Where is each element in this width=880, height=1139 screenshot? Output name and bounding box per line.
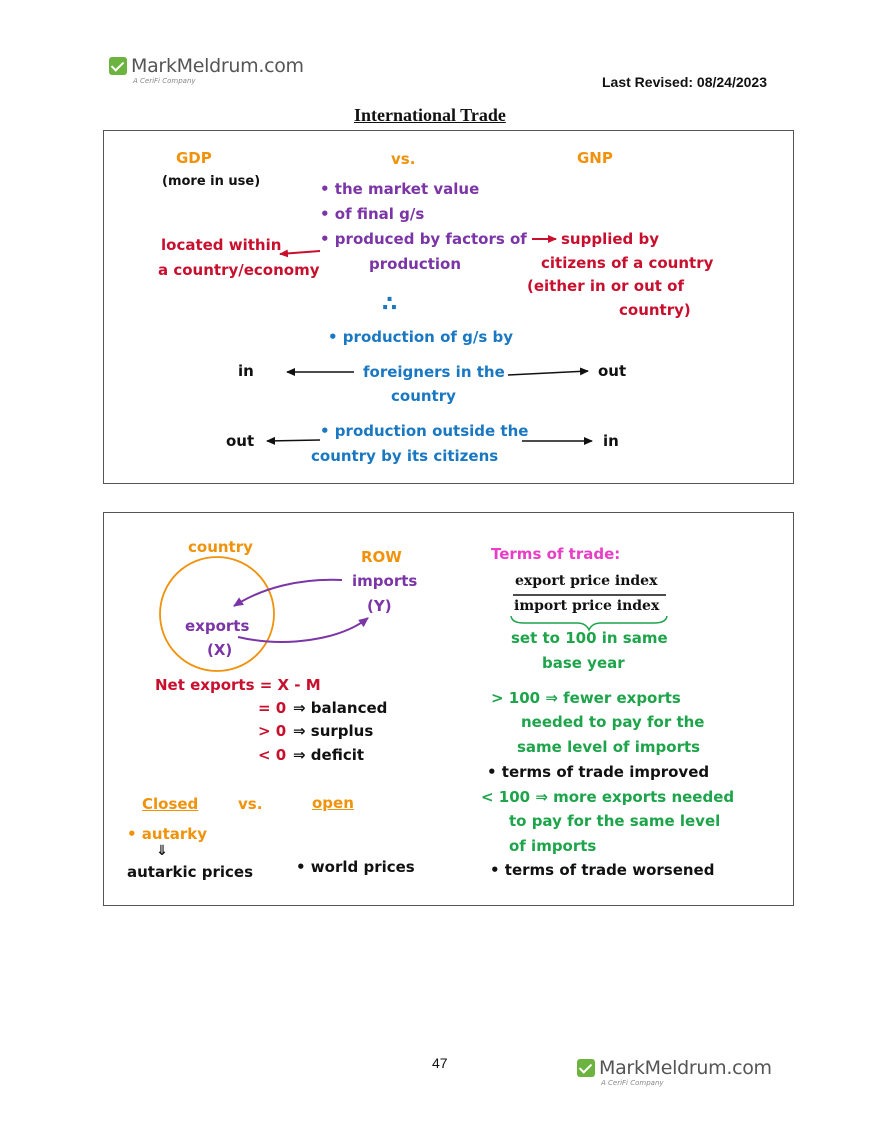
terms-worsened: • terms of trade worsened [490,861,715,879]
footer-logo-subtitle: A CeriFi Company [601,1079,664,1087]
supplied-by: supplied by [561,230,660,248]
down-arrow-icon: ⇓ [156,843,168,859]
gnp-label: GNP [577,149,613,167]
header-logo: MarkMeldrum.com A CeriFi Company [109,55,304,85]
bullet-produced-by: • produced by factors of [320,230,527,248]
country-close: country) [619,301,691,319]
page-title: International Trade [354,105,506,125]
arrow-to-located [279,249,321,258]
world-prices: • world prices [296,858,415,876]
balanced: ⇒ balanced [293,699,388,717]
page-number: 47 [432,1055,448,1071]
numerator: export price index [515,573,658,589]
imports-arrow [233,578,343,607]
gnp-in: in [603,432,619,450]
lt-100-line3: of imports [509,837,597,855]
closed-label: Closed [142,795,199,813]
lt-100-line2: to pay for the same level [509,812,721,830]
exports-label: exports [185,617,250,635]
imports-label: imports [352,572,418,590]
logo-subtitle: A CeriFi Company [133,77,196,85]
bullet-market-value: • the market value [320,180,480,198]
therefore-symbol: ∴ [382,292,398,317]
eq-zero: = 0 [258,699,287,717]
either-in-or-out: (either in or out of [527,277,684,295]
gdp-note: (more in use) [162,174,261,189]
closed-vs-open: vs. [238,795,263,813]
row-label: ROW [361,548,402,566]
country-economy: a country/economy [158,261,320,279]
bullet-production: production [369,255,462,273]
trade-box [103,512,794,906]
gdp-out: out [226,432,255,450]
denominator: import price index [514,598,660,614]
set-100: set to 100 in same [511,629,668,647]
foreigners-country: country [391,387,456,405]
footer-logo: MarkMeldrum.com A CeriFi Company [577,1057,772,1087]
country-by-citizens: country by its citizens [311,447,499,465]
bullet-final-gs: • of final g/s [320,205,425,223]
footer-logo-text: MarkMeldrum.com [599,1057,772,1079]
terms-of-trade-title: Terms of trade: [491,545,621,563]
terms-improved: • terms of trade improved [487,763,710,781]
gt-100-line2: needed to pay for the [521,713,705,731]
base-year: base year [542,654,625,672]
gdp-label: GDP [176,149,212,167]
citizens-of-country: citizens of a country [541,254,714,272]
surplus: ⇒ surplus [293,722,374,740]
gdp-in: in [238,362,254,380]
arrow-to-out-2 [266,436,321,445]
production-by: • production of g/s by [328,328,514,346]
lt-zero: < 0 [258,746,287,764]
deficit: ⇒ deficit [293,746,365,764]
foreigners-in: foreigners in the [363,363,505,381]
production-outside: • production outside the [320,422,529,440]
gt-zero: > 0 [258,722,287,740]
lt-100-line1: < 100 ⇒ more exports needed [481,788,735,806]
gnp-out: out [598,362,627,380]
check-icon [577,1059,595,1077]
arrow-to-out [507,367,589,376]
located-within: located within [161,236,282,254]
exports-symbol: (X) [207,641,233,659]
exports-arrow [237,617,369,643]
gdp-gnp-box [103,130,794,484]
autarky: • autarky [127,825,208,843]
last-revised: Last Revised: 08/24/2023 [602,74,767,90]
autarkic-prices: autarkic prices [127,863,253,881]
country-label: country [188,538,253,556]
open-label: open [312,794,354,812]
net-exports-formula: Net exports = X - M [155,676,321,694]
green-brace [510,615,668,632]
gt-100-line3: same level of imports [517,738,701,756]
logo-text: MarkMeldrum.com [131,55,304,77]
country-circle [159,556,275,672]
vs-label: vs. [391,150,416,168]
gt-100-line1: > 100 ⇒ fewer exports [491,689,681,707]
check-icon [109,57,127,75]
imports-symbol: (Y) [367,597,392,615]
